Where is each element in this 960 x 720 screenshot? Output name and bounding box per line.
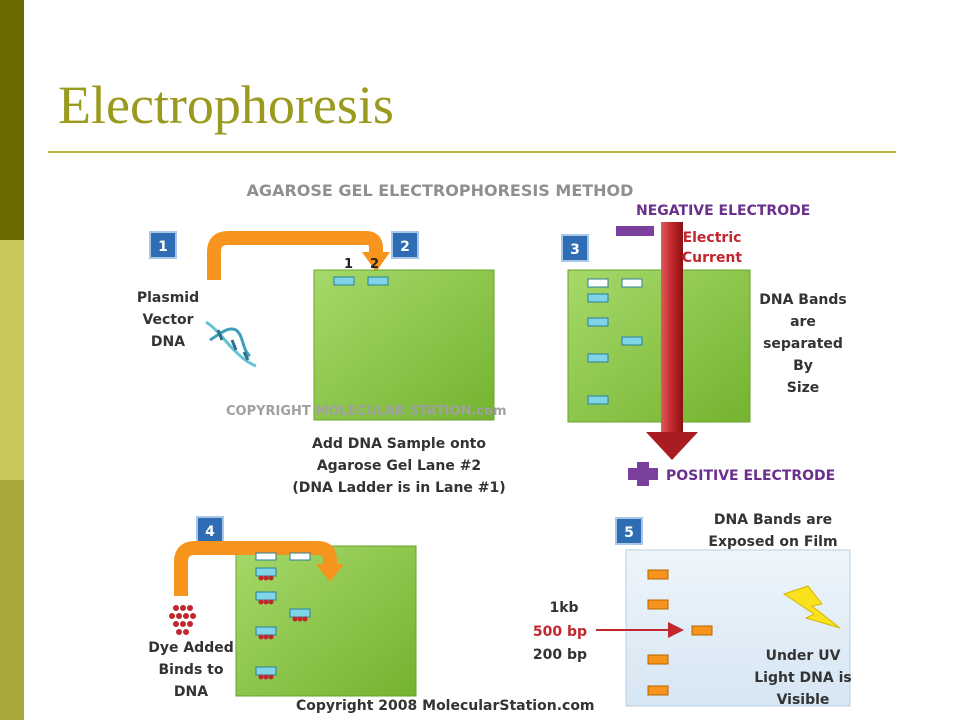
plasmid-label: Plasmid Vector DNA — [137, 290, 199, 350]
dye-arrow — [174, 541, 337, 596]
svg-text:Binds to: Binds to — [159, 662, 224, 678]
lane-label-2: 2 — [370, 257, 379, 272]
svg-text:2: 2 — [400, 239, 410, 255]
svg-text:1: 1 — [158, 239, 168, 255]
svg-text:Under UV: Under UV — [766, 648, 841, 664]
electric-current-arrow — [661, 222, 683, 438]
film-heading: DNA Bands are Exposed on Film — [708, 512, 837, 550]
title-divider — [48, 151, 896, 153]
watermark: COPYRIGHT MOLECULAR STATION.com — [226, 404, 506, 419]
dye-arrow-head — [316, 564, 344, 582]
svg-text:Current: Current — [682, 250, 743, 266]
step-badge-4: 4 — [196, 516, 224, 544]
dna-bands-panel-3 — [587, 293, 643, 405]
svg-text:DNA: DNA — [151, 334, 185, 350]
svg-text:By: By — [793, 358, 813, 374]
svg-text:separated: separated — [763, 336, 843, 352]
copyright-text: Copyright 2008 MolecularStation.com — [296, 698, 595, 714]
sidebar-strip-top — [0, 0, 24, 240]
sidebar-strip-bottom — [0, 480, 24, 720]
gel-well-lane-1 — [333, 276, 355, 286]
step-badge-2: 2 — [391, 231, 419, 259]
gel-well-lane-2 — [367, 276, 389, 286]
figure-heading: AGAROSE GEL ELECTROPHORESIS METHOD — [247, 181, 634, 200]
svg-text:200 bp: 200 bp — [533, 647, 587, 663]
svg-text:Plasmid: Plasmid — [137, 290, 199, 306]
ladder-labels: 1kb 500 bp 200 bp — [533, 600, 587, 663]
panel-2-caption: Add DNA Sample onto Agarose Gel Lane #2 … — [292, 436, 505, 496]
bands-separated-label: DNA Bands are separated By Size — [759, 292, 847, 396]
step-badge-3: 3 — [561, 234, 589, 262]
svg-text:are: are — [790, 314, 816, 330]
dye-molecules-icon — [169, 605, 196, 635]
svg-text:DNA Bands are: DNA Bands are — [714, 512, 832, 528]
stained-bands-panel-4 — [255, 567, 311, 680]
slide-title: Electrophoresis — [58, 75, 394, 135]
svg-text:Size: Size — [787, 380, 820, 396]
electric-current-label: Electric Current — [682, 230, 743, 266]
negative-electrode — [616, 226, 654, 236]
step-badge-5: 5 — [615, 517, 643, 545]
svg-text:4: 4 — [205, 524, 215, 540]
positive-electrode-label: POSITIVE ELECTRODE — [666, 468, 835, 484]
svg-text:Visible: Visible — [777, 692, 830, 708]
svg-text:DNA Bands: DNA Bands — [759, 292, 847, 308]
svg-text:500 bp: 500 bp — [533, 624, 587, 640]
svg-text:Exposed on Film: Exposed on Film — [708, 534, 837, 550]
svg-text:1kb: 1kb — [549, 600, 578, 616]
gel-wells-panel-3 — [587, 278, 643, 288]
svg-text:DNA: DNA — [174, 684, 208, 700]
lane-label-1: 1 — [344, 257, 353, 272]
negative-electrode-label: NEGATIVE ELECTRODE — [636, 203, 810, 219]
uv-label: Under UV Light DNA is Visible — [754, 648, 851, 708]
svg-text:Add DNA Sample onto: Add DNA Sample onto — [312, 436, 486, 452]
load-arrow-head — [362, 252, 390, 272]
gel-wells-panel-4 — [255, 552, 311, 561]
svg-text:(DNA Ladder is in Lane #1): (DNA Ladder is in Lane #1) — [292, 480, 505, 496]
lightning-icon — [782, 585, 841, 629]
dye-label: Dye Added Binds to DNA — [148, 640, 234, 700]
film-bands — [647, 569, 713, 696]
svg-text:Agarose Gel Lane #2: Agarose Gel Lane #2 — [317, 458, 481, 474]
dna-helix-icon — [205, 320, 257, 368]
svg-text:Vector: Vector — [142, 312, 193, 328]
svg-text:3: 3 — [570, 242, 580, 258]
svg-text:Dye Added: Dye Added — [148, 640, 234, 656]
svg-text:5: 5 — [624, 525, 634, 541]
load-arrow — [207, 231, 383, 280]
step-badge-1: 1 — [149, 231, 177, 259]
positive-electrode-icon — [628, 462, 658, 486]
svg-text:Electric: Electric — [683, 230, 742, 246]
svg-text:Light DNA is: Light DNA is — [754, 670, 851, 686]
sidebar-strip-middle — [0, 240, 24, 480]
agarose-gel-panel-2 — [313, 269, 495, 421]
electric-current-arrow-head — [646, 432, 698, 460]
